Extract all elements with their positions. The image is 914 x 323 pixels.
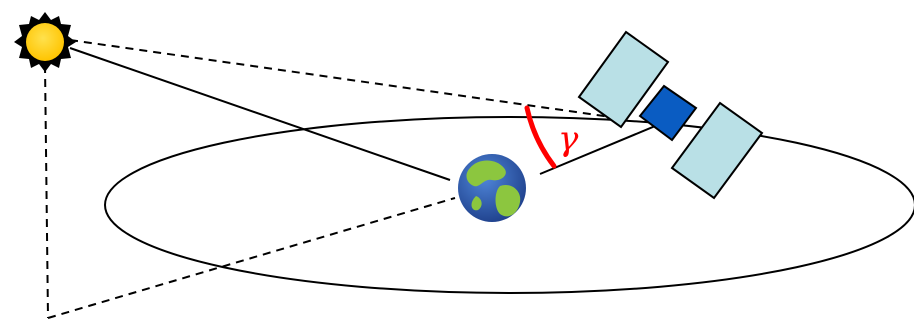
satellite-body xyxy=(638,84,698,142)
earth-to-satellite-line xyxy=(539,123,661,175)
sun-icon xyxy=(14,12,76,72)
angle-arc xyxy=(524,105,557,169)
bottom-to-earth-dashed-line xyxy=(47,197,456,319)
solar-panel-right xyxy=(670,101,764,200)
earth-icon xyxy=(458,154,526,222)
satellite-icon xyxy=(577,30,764,200)
solar-panel-left xyxy=(577,30,670,129)
sun-vertical-dashed-line xyxy=(44,64,49,319)
sun-to-satellite-dashed-line xyxy=(69,39,619,119)
sun-disc xyxy=(26,23,64,61)
sun-to-earth-line xyxy=(69,47,451,181)
orbit-ellipse xyxy=(104,116,914,294)
angle-gamma-label: γ xyxy=(558,119,579,159)
